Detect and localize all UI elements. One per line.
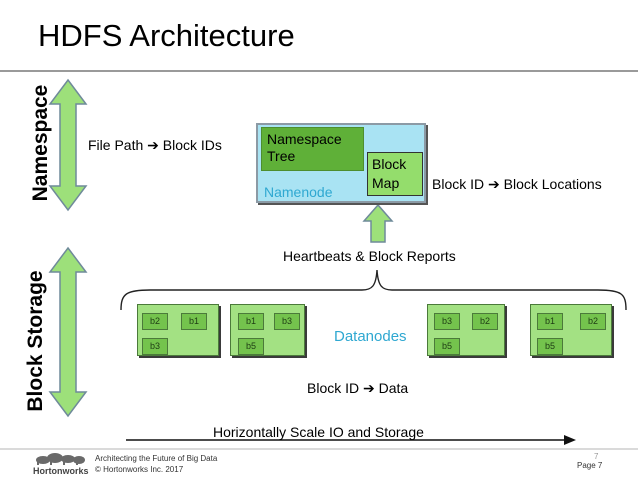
datanode-2 [230,304,305,356]
scale-arrow-head [564,435,576,445]
block-chip: b2 [580,313,606,330]
block-chip: b1 [181,313,207,330]
scale-label: Horizontally Scale IO and Storage [213,424,424,440]
block-map-box: Block Map [367,152,423,196]
block-chip: b3 [142,338,168,355]
block-data-label: Block ID ➔ Data [307,380,409,396]
heartbeat-up-arrow [362,203,394,243]
hortonworks-logo-icon [36,453,85,465]
datanodes-label: Datanodes [334,328,407,345]
footer-copyright: © Hortonworks Inc. 2017 [95,465,184,474]
block-chip: b5 [537,338,563,355]
block-chip: b1 [537,313,563,330]
title-divider [0,70,638,72]
heartbeats-label: Heartbeats & Block Reports [283,248,456,264]
namespace-tree-box: Namespace Tree [261,127,364,171]
block-chip: b5 [434,338,460,355]
hortonworks-logo-text: Hortonworks [33,466,89,476]
page-label: Page 7 [577,461,603,470]
block-chip: b3 [274,313,300,330]
block-chip: b3 [434,313,460,330]
block-chip: b2 [472,313,498,330]
namespace-double-arrow [48,78,88,212]
file-path-label: File Path ➔ Block IDs [88,137,222,153]
footer-tagline: Architecting the Future of Big Data [95,454,218,463]
block-storage-double-arrow [48,246,88,418]
block-locations-label: Block ID ➔ Block Locations [432,176,602,192]
block-chip: b5 [238,338,264,355]
block-chip: b1 [238,313,264,330]
slide-title: HDFS Architecture [38,18,295,53]
namenode-label: Namenode [264,184,333,200]
page-number: 7 [594,452,599,461]
block-chip: b2 [142,313,168,330]
datanode-4 [530,304,612,356]
datanodes-brace [120,269,627,311]
